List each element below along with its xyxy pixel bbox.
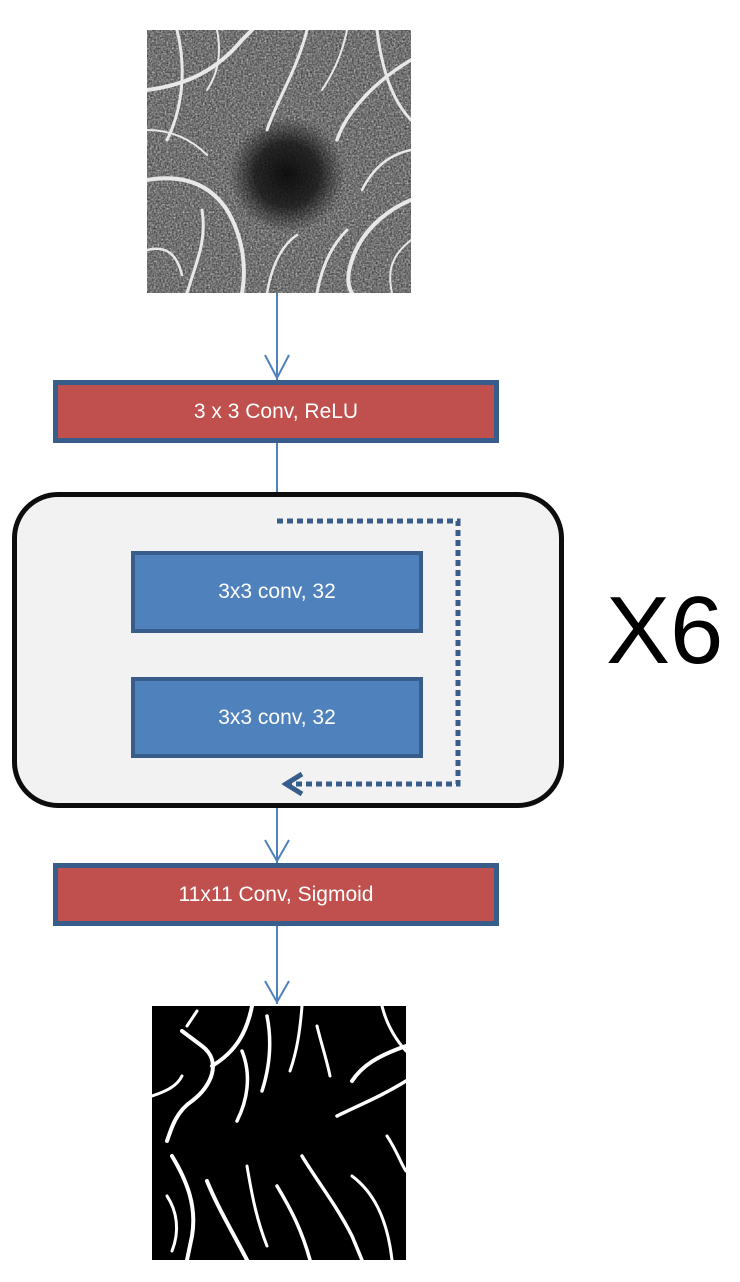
skip-arrowhead-icon	[281, 771, 304, 797]
vessel-segmentation-mask-icon	[152, 1006, 406, 1260]
conv-relu-layer: 3 x 3 Conv, ReLU	[53, 380, 499, 443]
retina-angiogram-icon	[147, 30, 411, 293]
input-angiogram-image	[147, 30, 411, 293]
skip-connection-path	[277, 518, 461, 787]
conv-sigmoid-layer: 11x11 Conv, Sigmoid	[53, 863, 499, 926]
arrowhead-icon	[264, 839, 290, 864]
repeat-count-label: X6	[606, 577, 724, 684]
conv-relu-label: 3 x 3 Conv, ReLU	[193, 399, 359, 423]
arrowhead-icon	[264, 354, 290, 381]
conv-layer-1: 3x3 conv, 32	[131, 551, 423, 633]
output-segmentation-image	[152, 1006, 406, 1260]
conv-layer-2-label: 3x3 conv, 32	[218, 705, 336, 729]
conv-layer-1-label: 3x3 conv, 32	[218, 580, 336, 603]
arrowhead-icon	[264, 980, 290, 1005]
conv-sigmoid-label: 11x11 Conv, Sigmoid	[178, 882, 374, 906]
conv-layer-2: 3x3 conv, 32	[131, 677, 423, 758]
